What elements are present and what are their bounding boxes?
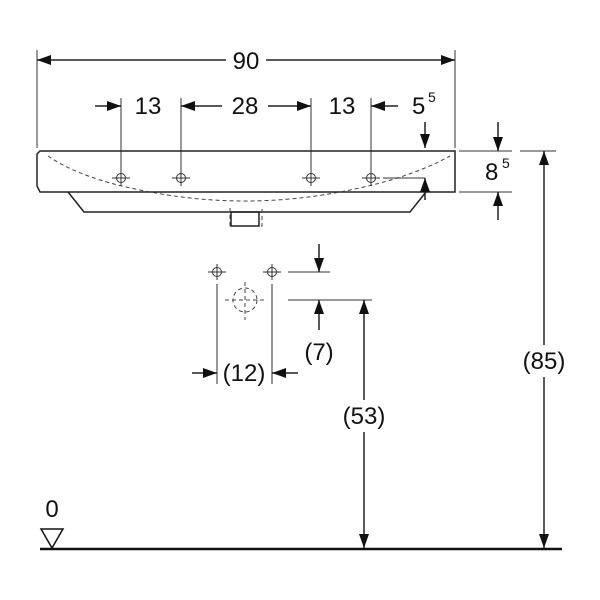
drain-height-label: (53) xyxy=(343,403,386,430)
edge-offset-label: 5 xyxy=(412,93,425,120)
drain-height-dimension: (53) xyxy=(336,300,392,548)
washbasin-body xyxy=(36,150,456,227)
drain-vertical-label: (7) xyxy=(304,339,333,366)
overall-width-dimension: 90 xyxy=(36,48,456,148)
overall-width-label: 90 xyxy=(233,48,260,75)
right-offset-label: 13 xyxy=(329,93,356,120)
floor-reference: 0 xyxy=(39,496,562,551)
basin-depth-superscript: 5 xyxy=(502,155,510,171)
floor-level-label: 0 xyxy=(45,496,58,523)
basin-depth-dimension: 8 5 xyxy=(459,122,512,220)
left-offset-label: 13 xyxy=(135,93,162,120)
basin-depth-label: 8 xyxy=(485,159,498,186)
drain-spacing-label: (12) xyxy=(223,360,266,387)
tap-spacing-dimensions: 13 28 13 5 5 xyxy=(95,89,436,180)
drain-vertical-dimension: (7) xyxy=(288,244,372,366)
level-triangle-icon xyxy=(39,528,65,550)
total-height-dimension: (85) xyxy=(516,150,572,548)
total-height-label: (85) xyxy=(523,348,566,375)
tap-hole-markers xyxy=(112,170,380,186)
edge-offset-superscript: 5 xyxy=(428,89,436,105)
waste-outlet-group: (12) xyxy=(192,264,298,387)
center-span-label: 28 xyxy=(232,93,259,120)
